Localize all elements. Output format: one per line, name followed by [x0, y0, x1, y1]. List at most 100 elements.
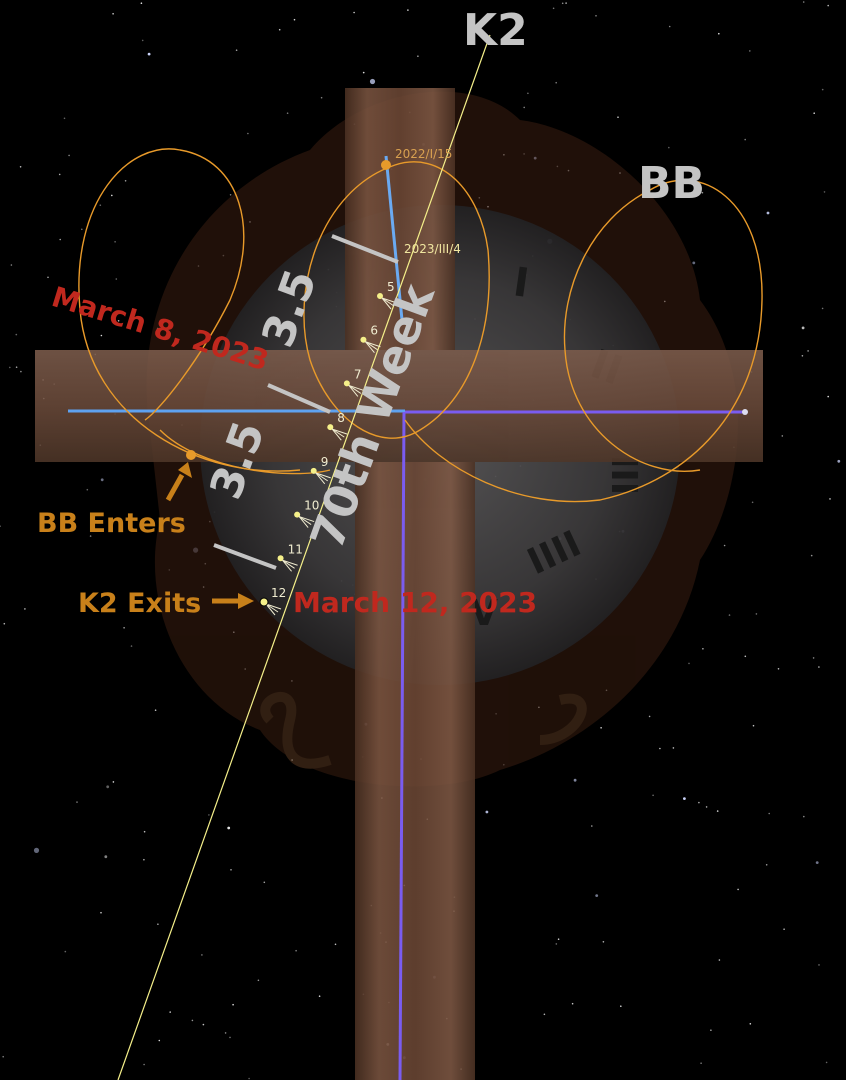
star	[64, 950, 67, 953]
day-marker-label: 5	[387, 280, 395, 294]
star	[201, 954, 203, 956]
star	[543, 1013, 546, 1016]
k2-label: K2	[463, 5, 528, 56]
comet-tail-blue-line	[384, 155, 404, 321]
star	[111, 194, 113, 197]
star	[595, 15, 597, 17]
star	[286, 112, 289, 114]
vertical-violet-line	[398, 411, 406, 1080]
star	[561, 2, 564, 5]
day-marker-tail	[298, 516, 312, 525]
star	[692, 261, 696, 265]
day-marker-label: 12	[271, 586, 286, 600]
day-marker-dot	[277, 555, 284, 562]
star	[130, 645, 133, 647]
day-marker-tail	[381, 297, 395, 307]
star	[362, 71, 365, 74]
star	[24, 608, 26, 610]
day-marker-tail	[381, 297, 392, 310]
star	[571, 1002, 574, 1005]
bb-enters-point	[186, 450, 196, 460]
star	[777, 668, 780, 670]
star	[555, 81, 557, 84]
star	[369, 78, 376, 85]
star	[63, 117, 66, 120]
star	[744, 138, 746, 141]
day-marker-label: 7	[354, 367, 362, 381]
star	[523, 106, 525, 109]
star	[718, 32, 720, 35]
star	[821, 88, 824, 91]
star	[600, 727, 602, 729]
star	[829, 498, 831, 500]
star	[123, 627, 125, 629]
day-marker-label: 8	[337, 411, 345, 425]
star	[47, 276, 49, 279]
day-marker-tail	[348, 384, 365, 391]
star	[468, 25, 470, 27]
day-marker-tail	[315, 472, 326, 485]
star	[143, 830, 146, 833]
star	[232, 1003, 234, 1006]
star	[659, 747, 661, 750]
star	[688, 662, 690, 665]
star	[112, 781, 115, 783]
day-marker-dot	[294, 511, 301, 518]
day-marker-tail	[332, 428, 348, 435]
half-week-tick-mid	[267, 383, 331, 414]
star	[248, 1077, 250, 1080]
star	[818, 666, 820, 668]
star	[555, 943, 558, 945]
day-marker-tail	[365, 341, 375, 354]
day-marker-dot	[327, 424, 334, 431]
star	[823, 191, 826, 193]
star	[668, 25, 671, 28]
star	[59, 238, 61, 241]
arrow-up-right-icon	[165, 462, 192, 502]
star	[702, 648, 704, 650]
star	[257, 979, 260, 982]
day-marker-tail	[298, 516, 315, 523]
day-marker-dot	[360, 336, 367, 343]
k2-exit-point	[259, 597, 269, 607]
star	[124, 180, 127, 182]
clock-numeral-1: I	[511, 259, 532, 307]
star	[698, 801, 700, 804]
star	[229, 1036, 231, 1039]
day-marker-tail	[365, 341, 378, 351]
star	[818, 964, 820, 966]
star	[595, 894, 599, 897]
left-orbit-loop	[78, 148, 301, 472]
k2-trajectory-line	[117, 34, 491, 1080]
star	[620, 1005, 622, 1007]
star	[224, 1032, 227, 1034]
day-marker-dot	[310, 467, 317, 474]
day-marker-tail	[315, 472, 331, 479]
star	[106, 785, 110, 789]
star	[751, 501, 754, 504]
half-week-tick-bottom	[213, 543, 277, 570]
star	[803, 815, 805, 818]
star	[19, 166, 22, 168]
star	[2, 1055, 4, 1058]
star	[293, 18, 296, 21]
star	[485, 810, 489, 814]
star	[565, 2, 567, 4]
star	[591, 825, 593, 827]
star	[723, 544, 726, 547]
cross-vertical-beam-lower	[355, 460, 475, 1080]
star	[821, 307, 824, 310]
star	[417, 55, 419, 57]
bb-enters-label: BB Enters	[37, 508, 186, 539]
star	[9, 366, 11, 369]
star	[705, 806, 708, 808]
star	[81, 228, 83, 231]
star	[617, 116, 619, 118]
star	[114, 241, 116, 243]
star	[557, 938, 560, 940]
star	[749, 50, 751, 52]
wooden-cross	[35, 88, 763, 1080]
day-marker-label: 9	[321, 455, 329, 469]
star	[783, 928, 785, 930]
